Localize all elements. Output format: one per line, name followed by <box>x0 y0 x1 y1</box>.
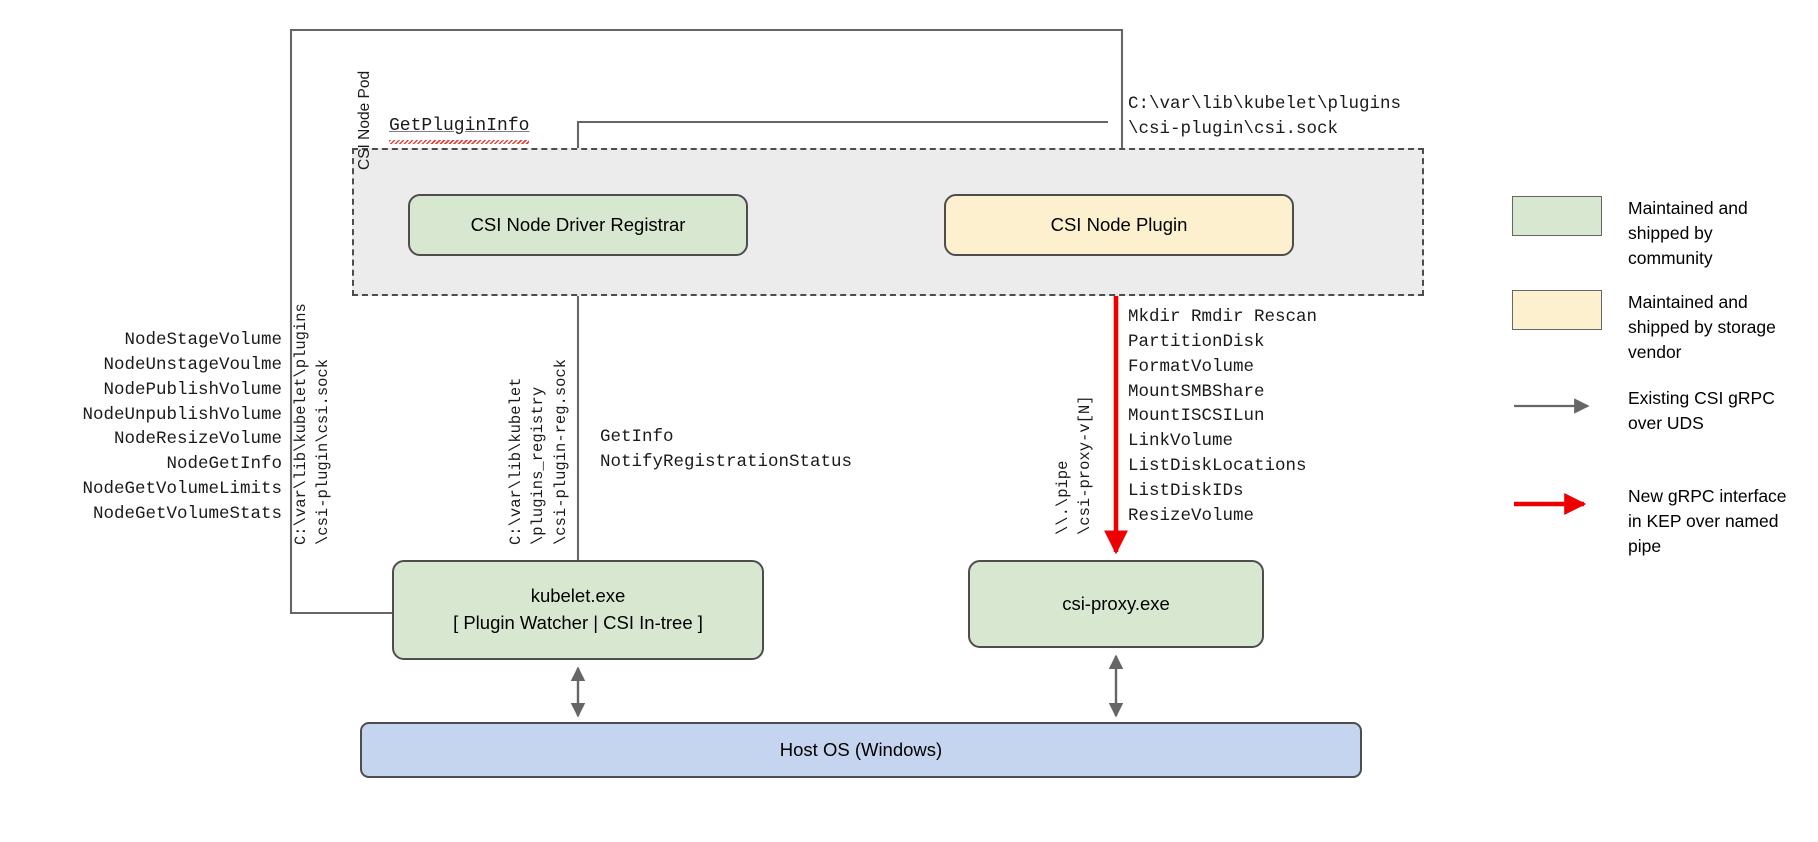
legend-item-community: Maintained and shipped by community <box>1512 196 1788 271</box>
legend-item-new-grpc: New gRPC interface in KEP over named pip… <box>1512 484 1788 559</box>
node-csi-node-driver-registrar-label: CSI Node Driver Registrar <box>470 213 686 235</box>
legend-item-existing-grpc: Existing CSI gRPC over UDS <box>1512 386 1788 436</box>
label-vertical-named-pipe-path: \\.\pipe \csi-proxy-v[N] <box>1054 395 1095 535</box>
node-kubelet-exe[interactable]: kubelet.exe [ Plugin Watcher | CSI In-tr… <box>392 560 764 660</box>
label-csi-sock-path-top: C:\var\lib\kubelet\plugins \csi-plugin\c… <box>1128 94 1402 139</box>
legend-label-existing-grpc: Existing CSI gRPC over UDS <box>1628 388 1775 433</box>
legend-label-storage-vendor: Maintained and shipped by storage vendor <box>1628 292 1776 362</box>
node-host-os-label: Host OS (Windows) <box>779 738 943 760</box>
label-vertical-plugin-registry-path: C:\var\lib\kubelet \plugins_registry \cs… <box>507 358 570 545</box>
label-vertical-csi-sock-path: C:\var\lib\kubelet\plugins \csi-plugin\c… <box>292 303 333 545</box>
legend-arrow-gray-icon <box>1512 386 1602 426</box>
node-host-os[interactable]: Host OS (Windows) <box>360 722 1362 778</box>
csi-node-pod-label: CSI Node Pod <box>356 70 373 170</box>
label-node-service-rpcs: NodeStageVolume NodeUnstageVoulme NodePu… <box>82 330 282 524</box>
node-kubelet-exe-label: kubelet.exe <box>530 585 626 607</box>
legend-item-storage-vendor: Maintained and shipped by storage vendor <box>1512 290 1788 365</box>
node-kubelet-exe-sublabel: [ Plugin Watcher | CSI In-tree ] <box>453 612 703 633</box>
node-csi-node-plugin[interactable]: CSI Node Plugin <box>944 194 1294 256</box>
label-get-plugin-info: GetPluginInfo <box>389 114 530 144</box>
legend-swatch-community-icon <box>1512 196 1602 236</box>
legend-swatch-vendor-icon <box>1512 290 1602 330</box>
node-csi-node-driver-registrar[interactable]: CSI Node Driver Registrar <box>408 194 748 256</box>
legend-arrow-red-icon <box>1512 484 1602 524</box>
node-csi-node-plugin-label: CSI Node Plugin <box>1050 213 1188 235</box>
legend-label-new-grpc: New gRPC interface in KEP over named pip… <box>1628 486 1787 556</box>
node-csi-proxy-exe[interactable]: csi-proxy.exe <box>968 560 1264 648</box>
legend-label-community: Maintained and shipped by community <box>1628 198 1748 268</box>
node-csi-proxy-exe-label: csi-proxy.exe <box>1062 592 1170 614</box>
label-csi-proxy-apis: Mkdir Rmdir Rescan PartitionDisk FormatV… <box>1128 307 1318 526</box>
label-registration-rpcs: GetInfo NotifyRegistrationStatus <box>600 427 853 472</box>
